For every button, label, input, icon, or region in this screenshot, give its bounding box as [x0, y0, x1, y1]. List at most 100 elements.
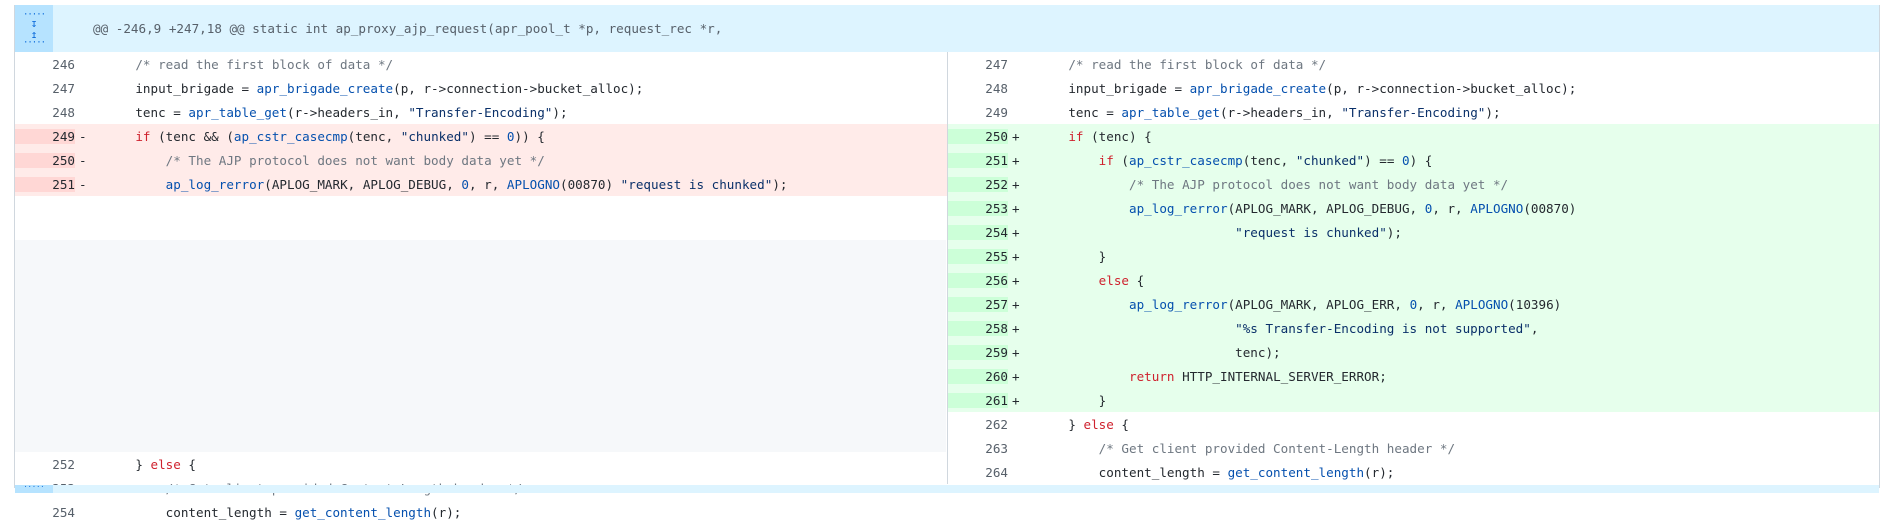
line-number[interactable]: 262 [948, 417, 1008, 432]
code-token: tenc = [105, 104, 189, 120]
line-number[interactable]: 249 [15, 128, 75, 144]
left-side-old: 246 /* read the first block of data */ 24… [15, 52, 947, 520]
right-diff-line: 254+ "request is chunked"); [948, 220, 1879, 244]
code-text: tenc = apr_table_get(r->headers_in, "Tra… [1038, 105, 1879, 120]
line-number[interactable]: 254 [15, 505, 75, 520]
line-number[interactable]: 251 [15, 176, 75, 192]
code-token [105, 129, 135, 144]
right-side-new: 247 /* read the first block of data */24… [947, 52, 1879, 484]
line-number[interactable]: 247 [15, 81, 75, 96]
line-number[interactable]: 257 [948, 296, 1008, 312]
code-text: content_length = get_content_length(r); [1038, 465, 1879, 480]
code-token [1038, 129, 1068, 144]
code-text: /* read the first block of data */ [105, 57, 947, 72]
expand-down-icon: ↧ [30, 16, 38, 30]
code-token [1038, 57, 1068, 72]
code-token: ); [772, 176, 788, 192]
line-number[interactable]: 256 [948, 272, 1008, 288]
right-diff-line: 247 /* read the first block of data */ [948, 52, 1879, 76]
line-number[interactable]: 261 [948, 392, 1008, 408]
code-token: (tenc) { [1083, 128, 1152, 144]
code-text: } else { [1038, 417, 1879, 432]
code-token: 0 [1409, 296, 1418, 312]
code-token: (10396) [1508, 296, 1562, 312]
diff-marker: + [1012, 176, 1020, 192]
code-text: ap_log_rerror(APLOG_MARK, APLOG_DEBUG, 0… [1038, 201, 1879, 216]
code-token: (APLOG_MARK, APLOG_DEBUG, [264, 176, 462, 192]
line-number[interactable]: 260 [948, 368, 1008, 384]
line-number[interactable]: 247 [948, 57, 1008, 72]
line-number-text: 257 [985, 296, 1008, 312]
right-diff-line: 257+ ap_log_rerror(APLOG_MARK, APLOG_ERR… [948, 292, 1879, 316]
line-number-text: 250 [52, 152, 75, 168]
expand-bottom-button[interactable]: ····· [15, 484, 53, 493]
line-number-text: 259 [985, 344, 1008, 360]
code-token: } [1038, 392, 1107, 408]
diff-marker: + [1012, 128, 1020, 144]
code-token: input_brigade = [105, 80, 257, 96]
line-number[interactable]: 264 [948, 465, 1008, 480]
code-text: /* The AJP protocol does not want body d… [105, 153, 947, 168]
diff-marker: + [1012, 344, 1020, 360]
line-number-text: 264 [985, 464, 1008, 480]
code-text: /* read the first block of data */ [1038, 57, 1879, 72]
code-token: APLOGNO [1470, 200, 1524, 216]
line-number[interactable]: 249 [948, 105, 1008, 120]
code-token: (tenc, [1242, 152, 1296, 168]
line-number[interactable]: 252 [948, 176, 1008, 192]
code-token: get_content_length [294, 504, 432, 520]
line-number-text: 247 [52, 80, 75, 96]
line-number-text: 249 [985, 104, 1008, 120]
expand-hunk-button[interactable]: ····· ↧ ↥ ····· [15, 5, 53, 52]
code-token: tenc = [1038, 104, 1122, 120]
code-token: (APLOG_MARK, APLOG_DEBUG, [1227, 200, 1425, 216]
line-number[interactable]: 253 [948, 200, 1008, 216]
line-number[interactable]: 248 [948, 81, 1008, 96]
code-text: content_length = get_content_length(r); [105, 505, 946, 520]
code-token: apr_table_get [1121, 104, 1220, 120]
code-token: (r); [431, 504, 462, 520]
line-number[interactable]: 259 [948, 344, 1008, 360]
diff-marker: + [1012, 392, 1020, 408]
code-token: (tenc && ( [150, 128, 234, 144]
diff-marker: + [1012, 224, 1020, 240]
line-number[interactable]: 255 [948, 248, 1008, 264]
code-token: } [105, 456, 151, 472]
code-token: ) == [1364, 152, 1402, 168]
right-diff-line: 259+ tenc); [948, 340, 1879, 364]
line-number[interactable]: 254 [948, 224, 1008, 240]
code-token: ap_log_rerror [165, 176, 265, 192]
code-token: (r); [1364, 464, 1395, 480]
code-token [1038, 297, 1129, 312]
right-diff-line: 250+ if (tenc) { [948, 124, 1879, 148]
line-number[interactable]: 251 [948, 152, 1008, 168]
code-token: , r, [468, 176, 507, 192]
line-number[interactable]: 258 [948, 320, 1008, 336]
code-token: (r->headers_in, [286, 104, 409, 120]
line-number[interactable]: 246 [15, 57, 75, 72]
line-number[interactable]: 248 [15, 105, 75, 120]
code-token: apr_brigade_create [256, 80, 394, 96]
code-token: ap_log_rerror [1129, 200, 1228, 216]
right-diff-line: 264 content_length = get_content_length(… [948, 460, 1879, 484]
line-number[interactable]: 252 [15, 457, 75, 472]
code-token: /* read the first block of data */ [135, 56, 394, 72]
code-text: input_brigade = apr_brigade_create(p, r-… [105, 81, 947, 96]
right-diff-line: 255+ } [948, 244, 1879, 268]
line-number-text: 261 [985, 392, 1008, 408]
line-number[interactable]: 250 [15, 152, 75, 168]
right-diff-line: 258+ "%s Transfer-Encoding is not suppor… [948, 316, 1879, 340]
code-token: , r, [1417, 296, 1456, 312]
diff-marker: + [1012, 296, 1020, 312]
line-number[interactable]: 263 [948, 441, 1008, 456]
code-token: 0 [1424, 200, 1433, 216]
line-number[interactable]: 250 [948, 128, 1008, 144]
right-diff-line: 251+ if (ap_cstr_casecmp(tenc, "chunked"… [948, 148, 1879, 172]
hunk-header-row: ····· ↧ ↥ ····· @@ -246,9 +247,18 @@ sta… [15, 5, 1879, 52]
hunk-header: @@ -246,9 +247,18 @@ static int ap_proxy… [93, 21, 723, 36]
code-token [1038, 321, 1235, 336]
diff-marker: + [1012, 248, 1020, 264]
code-text: if (ap_cstr_casecmp(tenc, "chunked") == … [1038, 153, 1879, 168]
diff-marker: - [79, 128, 87, 144]
code-token: HTTP_INTERNAL_SERVER_ERROR; [1174, 368, 1387, 384]
